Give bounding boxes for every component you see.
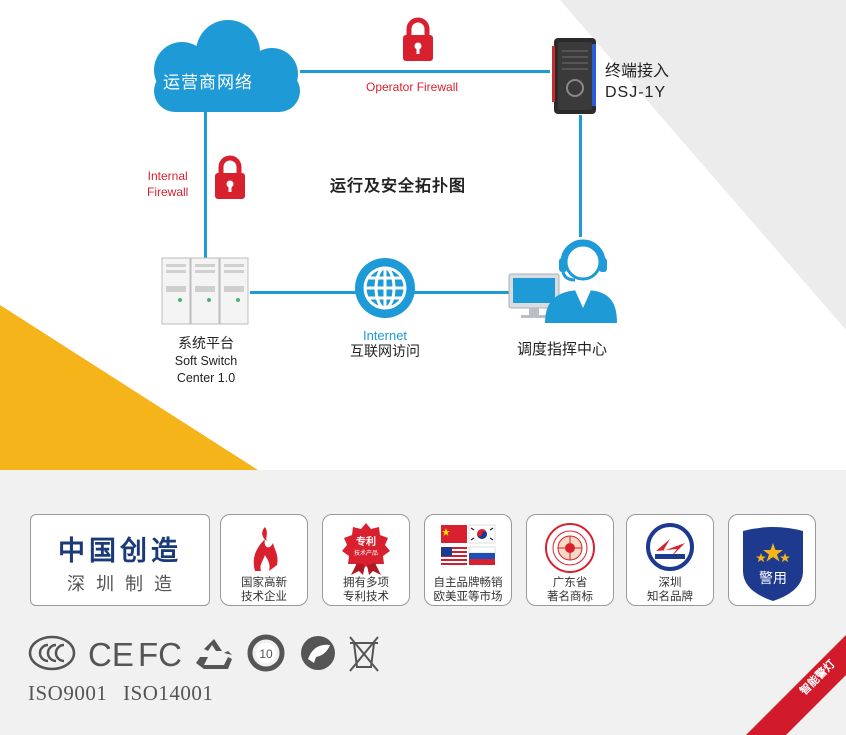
line-terminal-dispatch xyxy=(579,115,582,237)
svg-text:FC: FC xyxy=(138,636,182,673)
terminal-device-icon xyxy=(552,38,596,114)
badge-guangdong-trademark: 广东省 著名商标 xyxy=(526,514,614,606)
eco-icon xyxy=(301,636,335,670)
badge-shenzhen-brand: 深圳 知名品牌 xyxy=(626,514,714,606)
10-year-icon: 10 xyxy=(247,634,285,672)
operator-firewall-label: Operator Firewall xyxy=(366,80,459,94)
badge-high-tech: 国家高新 技术企业 xyxy=(220,514,308,606)
corner-ribbon xyxy=(746,635,846,735)
dispatcher-icon xyxy=(508,239,617,323)
certification-icons: CE FC 10 xyxy=(28,634,379,673)
flame-logo-icon xyxy=(253,527,278,571)
ccc-icon xyxy=(28,635,76,671)
patent-badge-icon: 专利 技术产品 xyxy=(342,523,390,575)
ce-icon: CE xyxy=(88,636,134,673)
seal-icon xyxy=(545,523,595,573)
svg-text:警用: 警用 xyxy=(759,571,787,587)
dispatch-label: 调度指挥中心 xyxy=(516,340,607,358)
line-cloud-server xyxy=(204,108,207,260)
internet-label: Internet 互联网访问 xyxy=(350,328,420,360)
made-in-china-box: 中国创造 深圳制造 xyxy=(30,514,210,606)
cloud-icon xyxy=(154,20,300,112)
brand-icon xyxy=(646,523,694,571)
svg-text:10: 10 xyxy=(259,647,273,661)
globe-icon xyxy=(355,258,415,318)
badge-brand-export: 自主品牌畅销 欧美亚等市场 xyxy=(424,514,512,606)
made-in-shenzhen-text: 深圳制造 xyxy=(67,574,183,595)
iso-text: ISO9001 ISO14001 xyxy=(28,681,214,705)
background-yellow-wedge xyxy=(0,305,258,470)
svg-text:CE: CE xyxy=(88,636,134,673)
recycle-icon xyxy=(196,639,232,669)
server-rack-icon xyxy=(161,257,249,325)
server-label: 系统平台 Soft Switch Center 1.0 xyxy=(174,336,238,385)
badge-section: 中国创造 深圳制造 国家高新 技术企业 专利 技术产品 拥有多项 专利技术 xyxy=(0,470,846,735)
diagram-title: 运行及安全拓扑图 xyxy=(330,176,467,195)
svg-text:技术产品: 技术产品 xyxy=(354,549,378,557)
badge-patent: 专利 技术产品 拥有多项 专利技术 xyxy=(322,514,410,606)
background-gray-wedge xyxy=(560,0,846,330)
internal-firewall-label: Internal Firewall xyxy=(147,169,189,199)
lock-icon xyxy=(403,17,433,61)
lock-icon xyxy=(215,155,245,199)
flags-icon xyxy=(441,524,496,565)
police-shield-icon: 警用 xyxy=(743,527,803,601)
terminal-label: 终端接入 DSJ-1Y xyxy=(605,61,670,101)
badge-police: 警用 xyxy=(728,514,816,606)
svg-text:专利: 专利 xyxy=(356,535,376,548)
fcc-icon: FC xyxy=(138,636,182,673)
made-in-china-text: 中国创造 xyxy=(58,536,182,567)
cloud-label: 运营商网络 xyxy=(163,73,253,93)
topology-diagram: 运营商网络 Operator Firewall Internal Firewal… xyxy=(0,0,846,470)
weee-icon xyxy=(349,636,379,672)
line-cloud-terminal xyxy=(300,70,550,73)
